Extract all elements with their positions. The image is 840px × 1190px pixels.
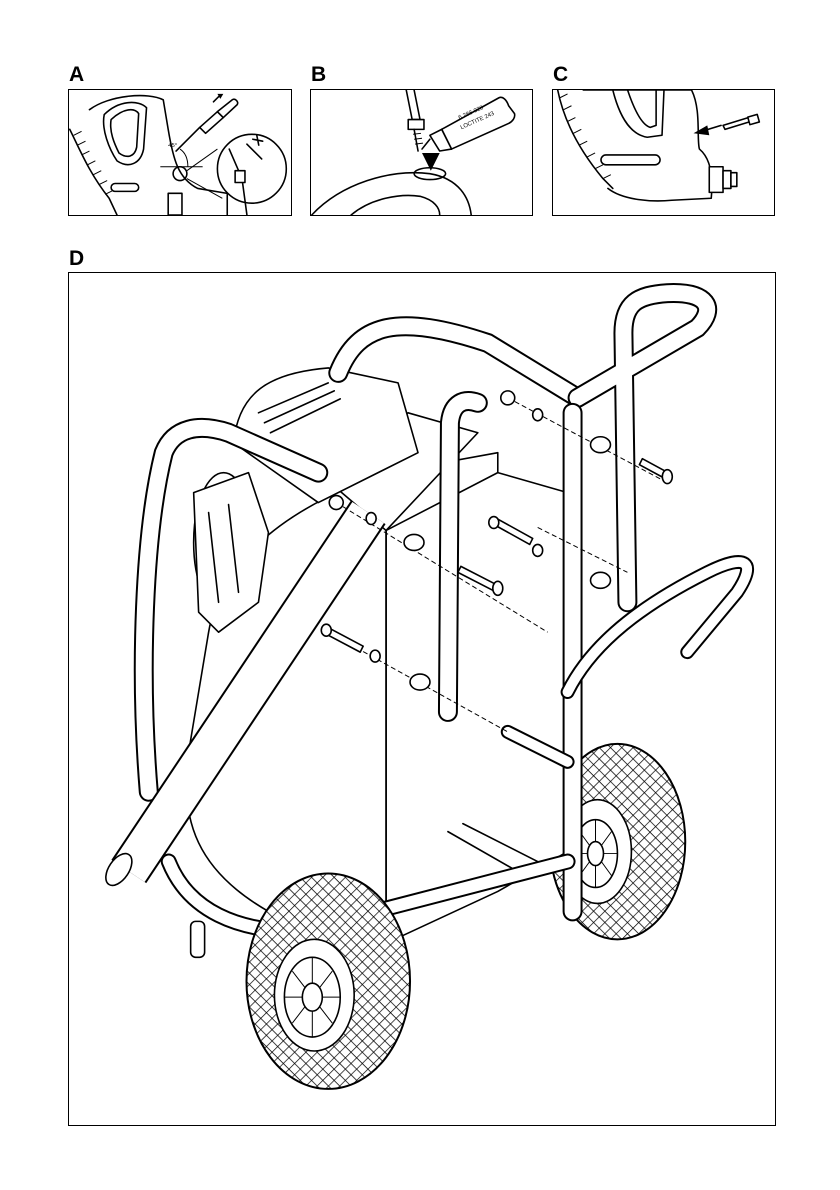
arrow-left-icon bbox=[694, 125, 710, 135]
panel-a-illustration: 45° bbox=[68, 89, 292, 216]
panel-c-illustration bbox=[552, 89, 775, 216]
panel-c-label: C bbox=[553, 64, 568, 85]
panel-a-label: A bbox=[69, 64, 84, 85]
panel-b-illustration: 6.288-028 LOCTITE 243 bbox=[310, 89, 533, 216]
screw-icon bbox=[723, 114, 759, 129]
panel-a-drawing: 45° bbox=[69, 90, 291, 215]
panel-d-label: D bbox=[69, 248, 84, 269]
panel-d-illustration bbox=[68, 272, 776, 1126]
angle-label: 45° bbox=[168, 143, 177, 149]
panel-d-drawing bbox=[69, 273, 775, 1125]
front-wheel-icon bbox=[246, 874, 410, 1089]
panel-c-drawing bbox=[553, 90, 774, 215]
panel-b-label: B bbox=[311, 64, 326, 85]
threadlock-tube-icon: 6.288-028 LOCTITE 243 bbox=[422, 97, 515, 151]
panel-b-drawing: 6.288-028 LOCTITE 243 bbox=[311, 90, 532, 215]
